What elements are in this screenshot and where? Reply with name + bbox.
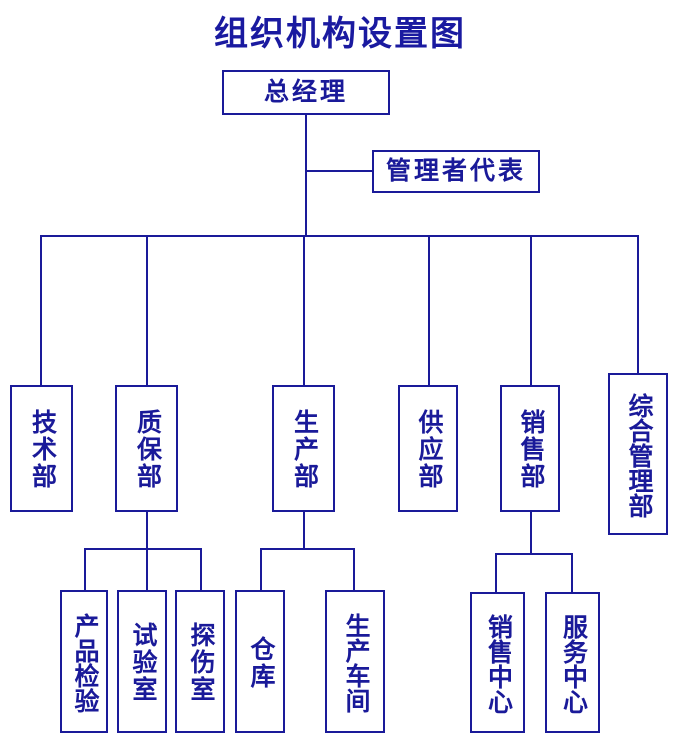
node-service-center[interactable]: 服务中心: [545, 592, 600, 733]
connector-prod-stem: [303, 512, 305, 550]
node-supply-department[interactable]: 供应部: [398, 385, 458, 512]
node-sales-center[interactable]: 销售中心: [470, 592, 525, 733]
connector-prod-to-warehouse: [260, 548, 262, 590]
node-quality-assurance-department[interactable]: 质保部: [115, 385, 178, 512]
page-title: 组织机构设置图: [214, 16, 466, 53]
node-management-representative[interactable]: 管理者代表: [372, 150, 540, 193]
connector-drop-admin: [637, 235, 639, 373]
connector-gm-to-mgmt-rep: [305, 170, 373, 172]
connector-sales-bus: [495, 553, 573, 555]
node-technology-department[interactable]: 技术部: [10, 385, 73, 512]
connector-gm-trunk: [305, 115, 307, 235]
connector-prod-to-workshop: [353, 548, 355, 590]
connector-sales-stem: [530, 512, 532, 554]
connector-sales-to-service: [571, 553, 573, 592]
node-production-department[interactable]: 生产部: [272, 385, 335, 512]
connector-drop-qa: [146, 235, 148, 385]
connector-drop-sales: [530, 235, 532, 385]
node-sales-department[interactable]: 销售部: [500, 385, 560, 512]
connector-qa-stem: [146, 512, 148, 550]
connector-drop-tech: [40, 235, 42, 385]
connector-sales-to-center: [495, 553, 497, 592]
node-warehouse[interactable]: 仓库: [235, 590, 285, 733]
connector-level1-bus: [40, 235, 638, 237]
connector-qa-to-flaw: [200, 548, 202, 590]
connector-qa-bus: [84, 548, 202, 550]
connector-prod-bus: [260, 548, 355, 550]
node-general-manager[interactable]: 总经理: [222, 70, 390, 115]
connector-qa-to-lab: [146, 548, 148, 590]
node-production-workshop[interactable]: 生产车间: [325, 590, 385, 733]
node-general-administration-department[interactable]: 综合管理部: [608, 373, 668, 535]
node-flaw-detection-room[interactable]: 探伤室: [175, 590, 225, 733]
connector-drop-supply: [428, 235, 430, 385]
connector-qa-to-inspect: [84, 548, 86, 590]
connector-drop-prod: [303, 235, 305, 385]
node-laboratory[interactable]: 试验室: [117, 590, 167, 733]
node-product-inspection[interactable]: 产品检验: [60, 590, 108, 733]
